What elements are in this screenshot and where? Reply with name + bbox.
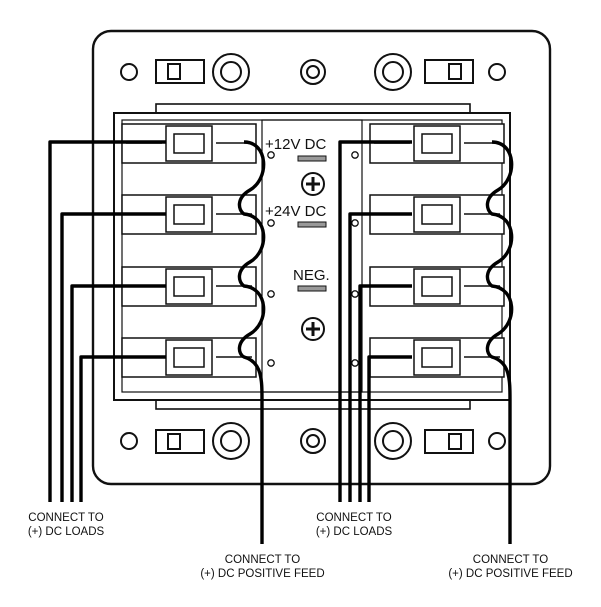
screw-icon: [300, 428, 326, 454]
wire-icon: [338, 140, 412, 502]
fuse-body: [113, 103, 511, 410]
wire-icon: [348, 212, 412, 502]
mounting-hole-icon: [120, 432, 138, 450]
bus-bar-24v: [297, 221, 327, 228]
screw-icon: [301, 172, 325, 196]
label-neg: NEG.: [293, 267, 330, 284]
callout-left-loads: CONNECT TO (+) DC LOADS: [14, 511, 118, 539]
wires: [48, 140, 514, 544]
callout-line: (+) DC LOADS: [315, 526, 393, 538]
bottom-hardware: [120, 422, 506, 460]
wire-icon: [237, 140, 266, 544]
bus-bar-neg: [297, 285, 327, 292]
top-hardware: [120, 53, 506, 91]
screw-icon: [374, 422, 412, 460]
label-24v: +24V DC: [265, 203, 326, 220]
callout-line: CONNECT TO: [316, 512, 392, 524]
mounting-hole-icon: [488, 432, 506, 450]
wire-icon: [367, 355, 412, 502]
terminal-dots: [267, 151, 359, 367]
screw-icon: [212, 53, 250, 91]
bracket-icon: [155, 59, 205, 84]
fuse-slot: [121, 266, 257, 307]
wire-icon: [60, 212, 166, 502]
screw-icon: [300, 59, 326, 85]
fuse-slot: [121, 337, 257, 378]
screw-icon: [301, 317, 325, 341]
callout-left-feed: CONNECT TO (+) DC POSITIVE FEED: [180, 553, 345, 581]
callout-right-loads: CONNECT TO (+) DC LOADS: [302, 511, 406, 539]
wire-icon: [48, 140, 166, 502]
fuse-slot: [369, 123, 505, 164]
bus-area: +12V DC +24V DC NEG.: [265, 136, 359, 367]
fuse-slot: [369, 194, 505, 235]
callout-line: CONNECT TO: [28, 512, 104, 524]
mounting-hole-icon: [120, 63, 138, 81]
fuse-slot: [121, 194, 257, 235]
callout-line: (+) DC POSITIVE FEED: [448, 568, 573, 580]
wire-icon: [79, 355, 166, 502]
wire-icon: [358, 284, 412, 502]
wire-icon: [70, 284, 166, 502]
screw-icon: [212, 422, 250, 460]
bracket-icon: [155, 429, 205, 454]
wire-icon: [485, 140, 514, 544]
callout-right-feed: CONNECT TO (+) DC POSITIVE FEED: [428, 553, 593, 581]
callout-line: (+) DC LOADS: [27, 526, 105, 538]
callout-line: CONNECT TO: [472, 554, 549, 566]
callout-line: (+) DC POSITIVE FEED: [200, 568, 325, 580]
callout-line: CONNECT TO: [224, 554, 301, 566]
mounting-hole-icon: [488, 63, 506, 81]
label-12v: +12V DC: [265, 136, 326, 153]
mounting-plate: [91, 29, 552, 486]
bracket-icon: [424, 429, 474, 454]
bus-bar-12v: [297, 155, 327, 162]
screw-icon: [374, 53, 412, 91]
bracket-icon: [424, 59, 474, 84]
